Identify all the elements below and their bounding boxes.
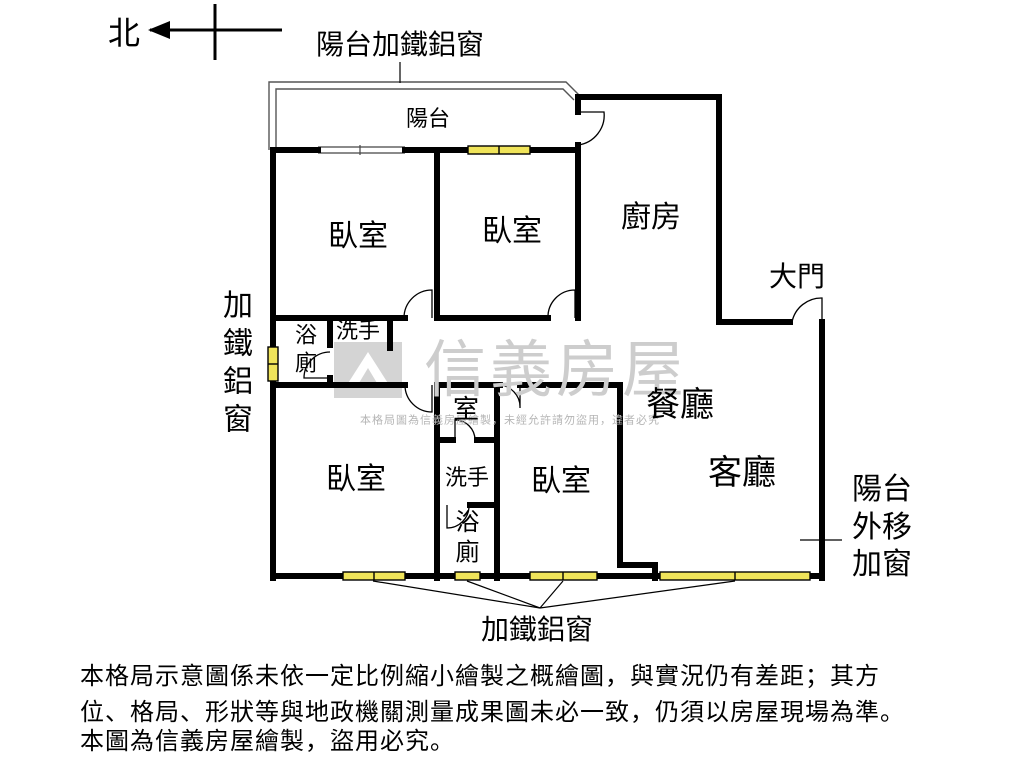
main-door-label: 大門 [768, 260, 826, 293]
room-bedroom-1: 臥室 [328, 219, 388, 254]
room-dining: 餐廳 [646, 385, 714, 425]
room-washroom-1: 洗手 [335, 319, 381, 344]
disclaimer-line-2: 位、格局、形狀等與地政機關測量成果圖未必一致，仍須以房屋現場為準。 [80, 698, 905, 726]
door-bedroom-1 [403, 289, 433, 319]
wall-bedroom-east [617, 382, 658, 581]
wall-service-split [434, 437, 500, 508]
leader-lines [372, 62, 842, 609]
room-storage: 室 [452, 395, 480, 425]
brand-logo-icon [334, 342, 402, 398]
room-living: 客廳 [708, 453, 776, 493]
room-bedroom-2: 臥室 [482, 214, 542, 249]
disclaimer-line-3: 本圖為信義房屋繪製，盜用必究。 [80, 727, 455, 755]
door-main [791, 297, 823, 323]
disclaimer-line-1: 本格局示意圖係未依一定比例縮小繪製之概繪圖，與實況仍有差距；其方 [80, 662, 880, 690]
balcony-extension-line-3: 加窗 [852, 547, 912, 582]
door-bedroom-3 [404, 384, 433, 413]
bottom-windows-callout: 加鐵鋁窗 [480, 613, 594, 646]
compass-icon [148, 4, 282, 60]
wall-kitchen [575, 94, 793, 325]
room-kitchen: 廚房 [621, 200, 681, 235]
room-washroom-2: 洗手 [444, 466, 490, 491]
room-bath-2: 浴廁 [451, 509, 479, 569]
room-bedroom-4: 臥室 [531, 464, 591, 499]
balcony-window-callout: 陽台加鐵鋁窗 [315, 28, 485, 61]
door-storage [454, 419, 476, 441]
windows [267, 145, 811, 581]
watermark-brand: 信義房屋 [423, 333, 689, 406]
north-label: 北 [107, 14, 141, 52]
watermark-notice: 本格局圖為信義房屋繪製，未經允許請勿盜用，違者必究 [360, 413, 660, 427]
balcony-extension-line-1: 陽台 [852, 472, 912, 507]
doors [303, 111, 823, 529]
balcony-outline [268, 81, 581, 150]
balcony-extension-line-2: 外移 [852, 510, 912, 545]
room-balcony: 陽台 [405, 107, 451, 132]
door-bedroom-4 [497, 384, 521, 409]
door-bedroom-2 [547, 289, 576, 319]
window-bottom-2 [454, 571, 481, 581]
door-bath-1 [303, 351, 331, 379]
door-bath-2 [446, 505, 470, 529]
sliding-door [318, 145, 405, 155]
room-bath-1: 浴廁 [291, 323, 316, 379]
door-kitchen-balcony [577, 111, 605, 146]
room-bedroom-3: 臥室 [326, 462, 386, 497]
left-window-callout: 加鐵鋁窗 [217, 289, 252, 441]
